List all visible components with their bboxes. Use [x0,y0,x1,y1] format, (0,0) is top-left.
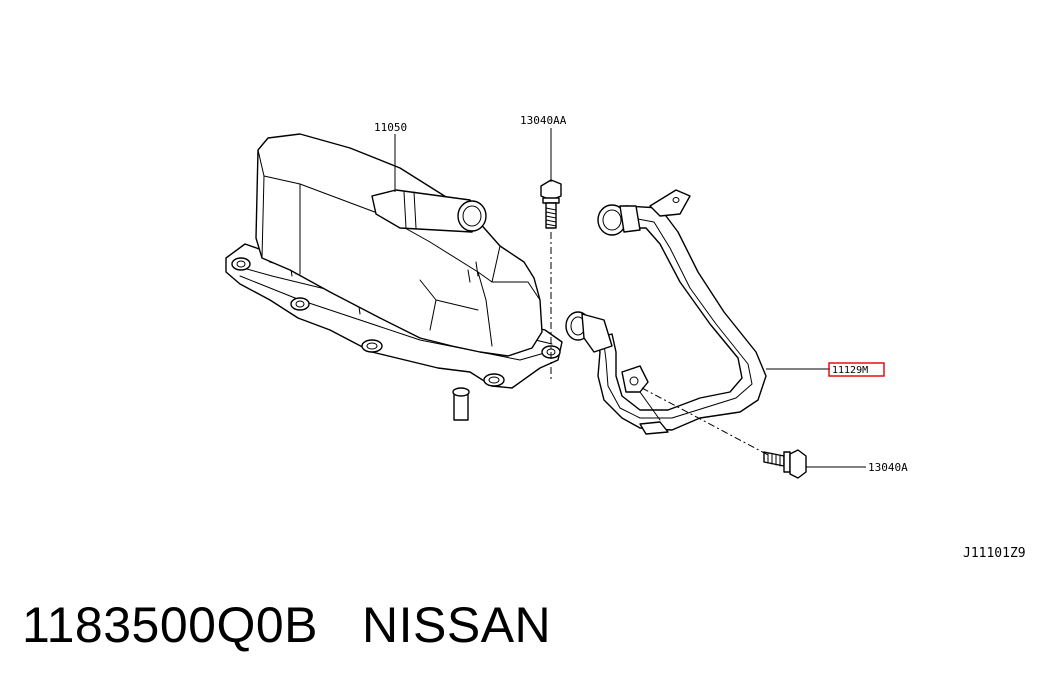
part-number: 1183500Q0B [22,597,318,653]
oil-cooler-assembly [225,133,563,421]
callout-13040a: 13040A [868,461,908,474]
bolt-13040aa [540,179,562,229]
alignment-line-lower-bolt [641,387,771,457]
highlight-box [828,362,885,377]
bolt-13040a [763,449,807,479]
figure-id: J11101Z9 [963,546,1026,561]
brand-name: NISSAN [362,597,552,653]
callout-11050: 11050 [374,121,407,134]
part-caption: 1183500Q0B NISSAN [22,596,551,654]
water-hose-11129m [565,189,767,435]
callout-11129m: 11129M [832,365,868,376]
callout-13040aa: 13040AA [520,114,567,127]
